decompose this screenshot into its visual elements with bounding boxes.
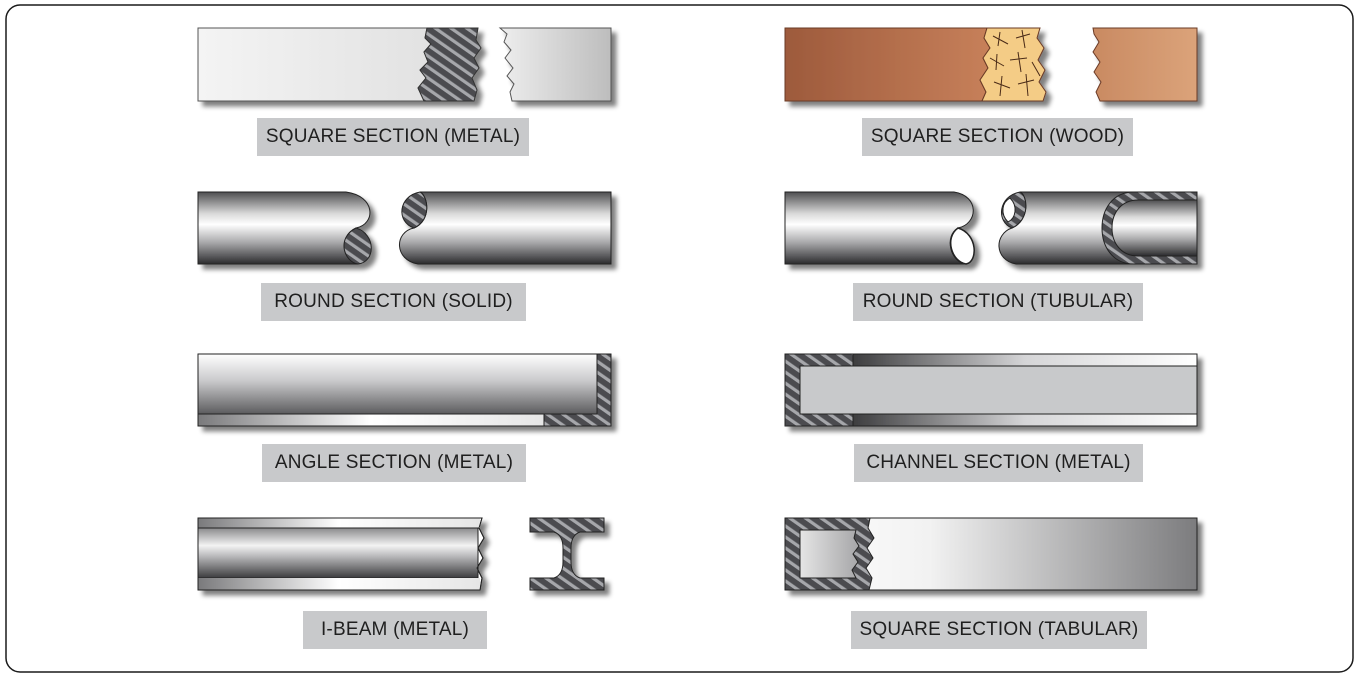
square-section-wood-drawing bbox=[784, 27, 1198, 102]
label-round-section-tubular: ROUND SECTION (TUBULAR) bbox=[853, 283, 1143, 321]
channel-section-metal-drawing bbox=[784, 353, 1198, 427]
square-section-metal-drawing bbox=[197, 27, 612, 102]
label-square-section-metal: SQUARE SECTION (METAL) bbox=[257, 118, 529, 156]
figure-border bbox=[5, 4, 1354, 673]
round-section-solid-drawing bbox=[197, 191, 612, 265]
label-i-beam-metal: I-BEAM (METAL) bbox=[303, 611, 487, 649]
label-square-section-tabular: SQUARE SECTION (TABULAR) bbox=[851, 611, 1147, 649]
i-beam-metal-drawing bbox=[197, 517, 605, 591]
round-section-tubular-drawing bbox=[784, 191, 1198, 265]
label-square-section-wood: SQUARE SECTION (WOOD) bbox=[862, 118, 1133, 156]
label-angle-section-metal: ANGLE SECTION (METAL) bbox=[262, 444, 526, 482]
square-section-tabular-drawing bbox=[784, 517, 1198, 591]
label-round-section-solid: ROUND SECTION (SOLID) bbox=[261, 283, 526, 321]
label-channel-section-metal: CHANNEL SECTION (METAL) bbox=[854, 444, 1143, 482]
angle-section-metal-drawing bbox=[197, 353, 612, 427]
